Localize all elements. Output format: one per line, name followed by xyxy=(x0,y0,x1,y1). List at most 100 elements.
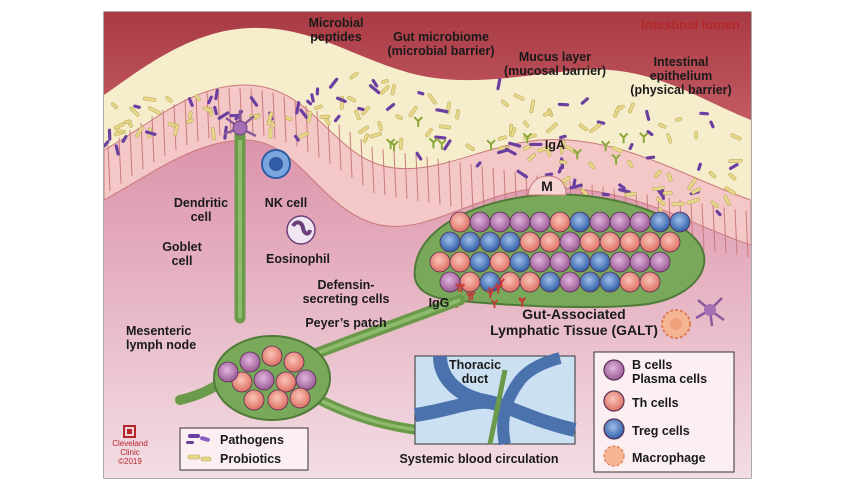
pathogen-icon xyxy=(186,434,210,444)
galt-immune-cell xyxy=(509,211,531,233)
probiotic-bacterium xyxy=(662,190,673,196)
probiotic-bacterium xyxy=(381,79,389,84)
galt-immune-cell xyxy=(659,231,681,253)
probiotic-bacterium xyxy=(694,131,698,140)
pathogen-bacterium xyxy=(475,161,482,168)
probiotic-bacterium xyxy=(194,94,201,102)
pathogen-bacterium xyxy=(646,130,654,137)
lymph-node-cells xyxy=(217,345,317,411)
probiotic-bacterium xyxy=(358,125,370,135)
probiotic-bacterium xyxy=(730,133,742,141)
igg-antibody xyxy=(468,291,476,301)
dendritic-cell-right xyxy=(695,297,725,327)
probiotic-bacterium xyxy=(455,109,460,120)
galt-immune-cell xyxy=(549,251,571,273)
probiotic-bacterium xyxy=(390,84,396,96)
pathogen-bacterium xyxy=(697,162,702,171)
galt-immune-cell xyxy=(479,231,501,253)
macrophage-cell xyxy=(661,309,691,339)
probiotic-bacterium xyxy=(124,119,132,124)
probiotic-bacterium xyxy=(578,123,589,132)
probiotic-bacterium xyxy=(211,127,216,141)
galt-immune-cell xyxy=(579,271,601,293)
probiotic-bacterium xyxy=(425,128,433,138)
probiotic-bacterium xyxy=(347,95,357,103)
galt-immune-cell xyxy=(449,251,471,273)
pathogen-bacterium xyxy=(528,142,543,147)
galt-immune-cell xyxy=(489,251,511,273)
legend-pathogens-label: Pathogens xyxy=(220,433,284,447)
galt-immune-cell xyxy=(439,231,461,253)
galt-immune-cell xyxy=(619,231,641,253)
probiotic-bacterium xyxy=(408,106,418,118)
pathogen-bacterium xyxy=(333,114,341,123)
pathogen-bacterium xyxy=(357,106,365,112)
galt-immune-cell xyxy=(569,251,591,273)
iga-antibody xyxy=(428,137,439,149)
iga-antibody xyxy=(639,132,649,143)
probiotic-bacterium xyxy=(173,123,180,136)
probiotic-bacterium xyxy=(509,127,517,138)
pathogen-bacterium xyxy=(107,128,112,141)
pathogen-bacterium xyxy=(628,143,634,151)
treg-cell-icon xyxy=(603,418,625,440)
pathogen-bacterium xyxy=(508,141,522,148)
probiotic-bacterium xyxy=(148,106,162,115)
pathogen-bacterium xyxy=(557,102,570,107)
lymph-node-immune-cell xyxy=(267,389,289,411)
probiotic-bacterium xyxy=(691,187,702,195)
lymph-node-immune-cell xyxy=(283,351,305,373)
probiotic-bacterium xyxy=(614,104,625,113)
pathogen-bacterium xyxy=(580,97,589,105)
probiotic-bacterium xyxy=(369,132,382,139)
peyers-patch-label: Peyer’s patch xyxy=(305,316,387,330)
pathogen-bacterium xyxy=(559,134,567,140)
probiotic-bacterium xyxy=(297,131,310,139)
pathogen-bacterium xyxy=(187,97,194,107)
probiotic-bacterium xyxy=(627,102,635,114)
galt-immune-cell xyxy=(599,231,621,253)
probiotic-bacterium xyxy=(611,145,623,153)
pathogen-bacterium xyxy=(601,192,610,197)
iga-antibody xyxy=(572,148,582,160)
lymph-node-immune-cell xyxy=(261,345,283,367)
th-cell-icon xyxy=(603,390,625,412)
galt-immune-cell xyxy=(609,211,631,233)
thoracic-duct xyxy=(487,369,508,445)
pathogen-bacterium xyxy=(144,130,157,136)
pathogen-bacterium xyxy=(699,111,710,116)
probiotic-bacterium xyxy=(165,95,173,103)
igg-label: IgG xyxy=(428,296,450,310)
legend-th-cells-label: Th cells xyxy=(632,396,679,410)
iga-antibody xyxy=(385,138,396,150)
probiotic-bacterium xyxy=(438,124,452,130)
probiotic-bacterium xyxy=(319,114,331,119)
probiotic-bacterium xyxy=(527,153,536,162)
probiotic-bacterium xyxy=(285,115,293,122)
probiotic-bacterium xyxy=(354,109,361,121)
pathogen-bacterium xyxy=(417,91,425,96)
iga-antibody xyxy=(618,132,629,144)
probiotic-bacterium xyxy=(129,106,140,117)
pathogen-bacterium xyxy=(217,111,230,120)
pathogen-bacterium xyxy=(335,96,347,103)
iga-label: IgA xyxy=(544,138,566,152)
pathogen-bacterium xyxy=(618,183,626,190)
pathogen-bacterium xyxy=(728,163,739,171)
probiotic-bacterium xyxy=(710,200,719,208)
probiotic-bacterium xyxy=(377,120,383,132)
pathogen-bacterium xyxy=(368,84,381,95)
iga-antibody xyxy=(437,139,447,150)
igg-antibody xyxy=(490,299,499,309)
probiotic-bacterium xyxy=(666,172,673,182)
probiotic-bacterium xyxy=(399,137,404,150)
galt-immune-cell xyxy=(459,271,481,293)
probiotic-bacterium xyxy=(497,135,507,141)
probiotic-bacterium xyxy=(142,96,157,102)
galt-immune-cell xyxy=(639,231,661,253)
